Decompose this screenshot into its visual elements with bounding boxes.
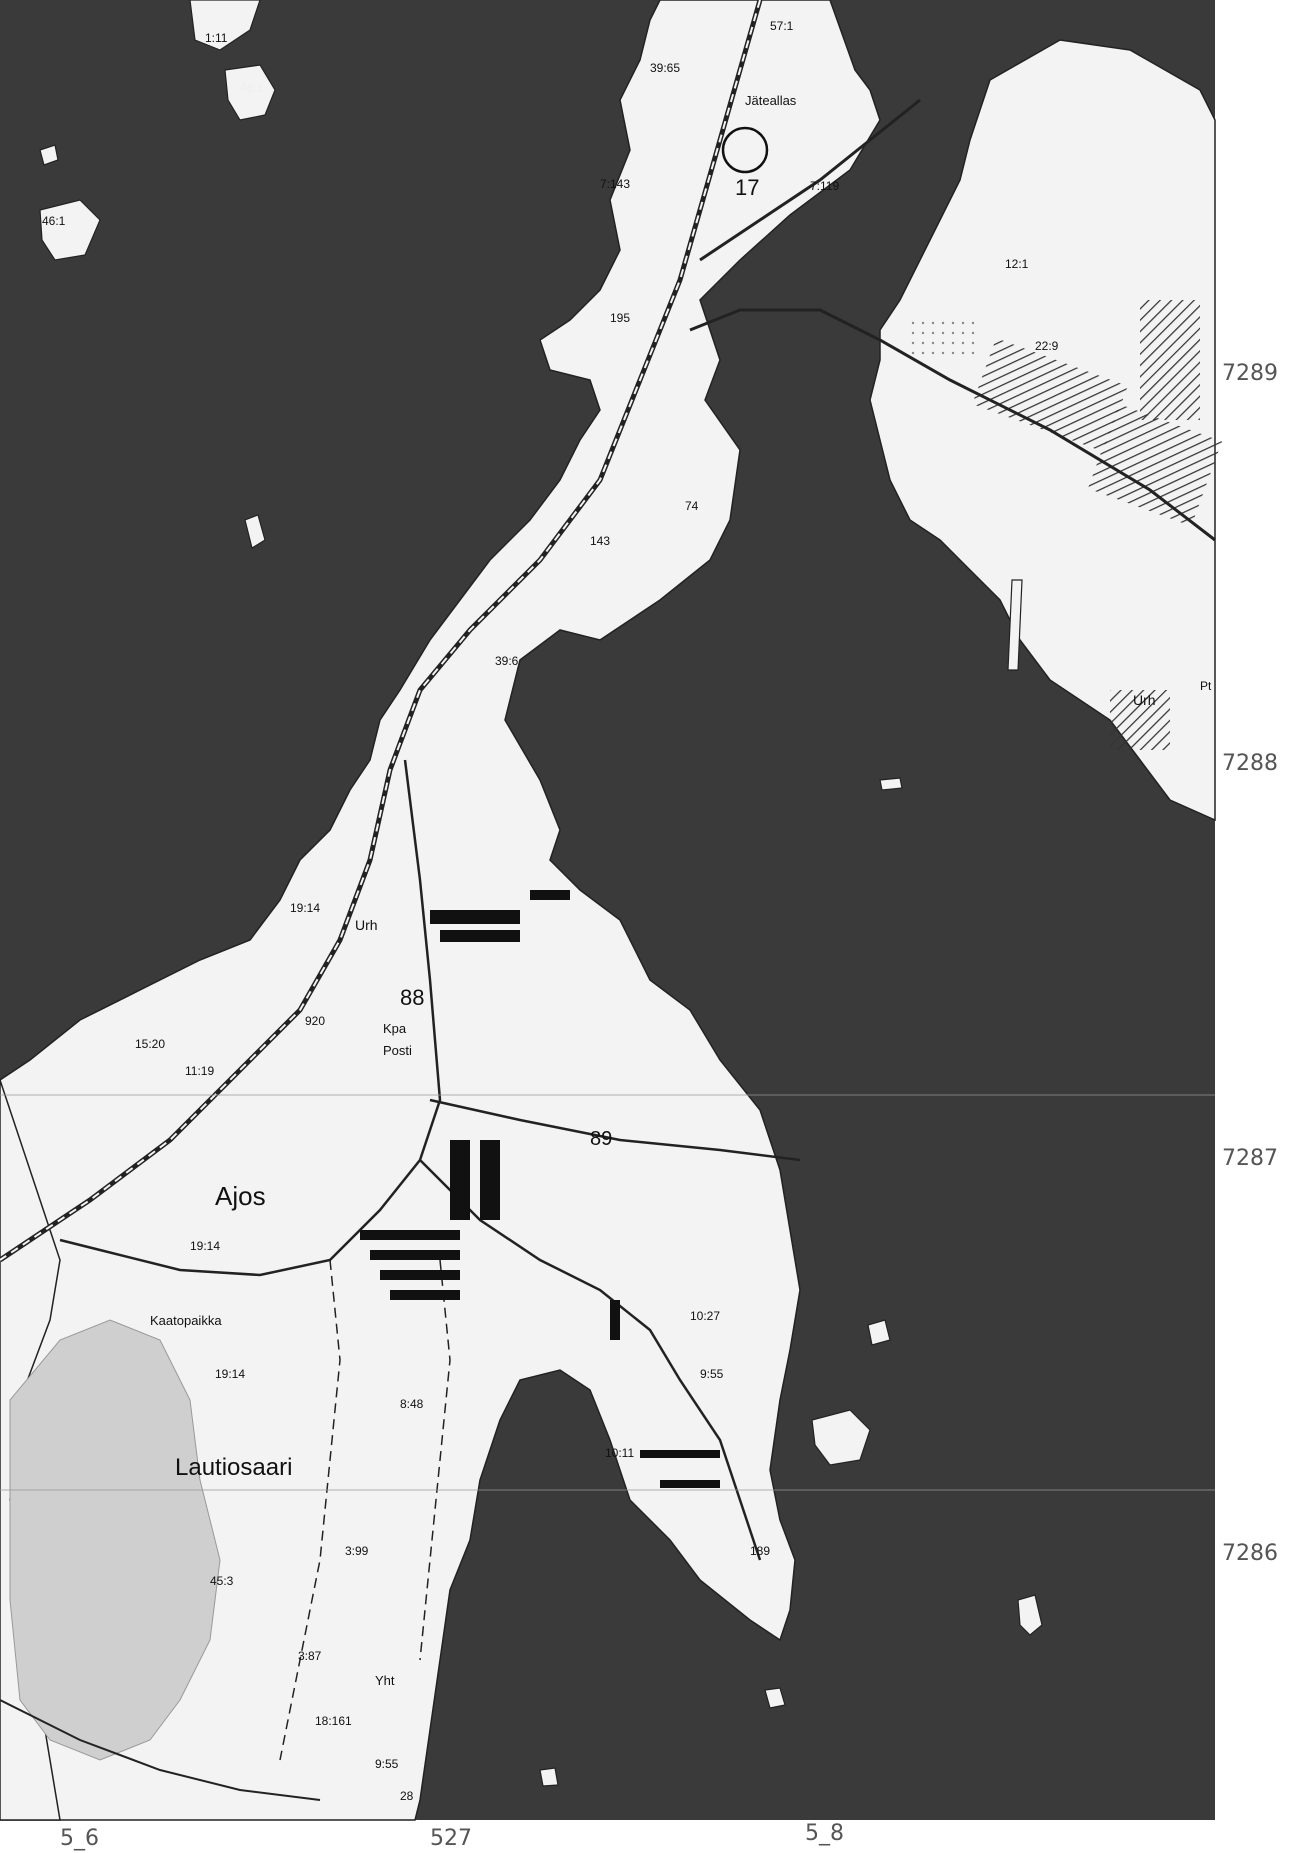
elevation-label: 9:55 <box>700 1367 724 1381</box>
road-89 <box>419 1098 801 1561</box>
elevation-label: 3:99 <box>345 1544 369 1558</box>
easting-label: 527 <box>430 1826 472 1851</box>
elevation-label: 3:87 <box>298 1649 322 1663</box>
elevation-label: 46:1 <box>240 81 264 95</box>
easting-label: 5_8 <box>805 1821 844 1846</box>
elevation-label: 45:3 <box>210 1574 234 1588</box>
road-number-89: 89 <box>590 1128 612 1150</box>
elevation-label: 11:19 <box>185 1064 214 1078</box>
elevation-label: 10:11 <box>605 1446 634 1460</box>
island <box>39 144 59 166</box>
factory-building <box>1140 300 1200 420</box>
elevation-label: 7:119 <box>810 179 839 193</box>
place-posti: Posti <box>383 1043 412 1058</box>
elevation-label: 28 <box>400 1789 414 1803</box>
island <box>244 514 266 549</box>
road-88 <box>59 759 442 1277</box>
northing-label: 7286 <box>1222 1541 1278 1566</box>
elevation-label: 57:1 <box>770 19 794 33</box>
elevation-label: 74 <box>685 499 699 513</box>
elevation-label: 39:65 <box>650 61 680 75</box>
elevation-label: 19:14 <box>215 1367 245 1381</box>
road-number-88: 88 <box>400 985 424 1010</box>
easting-label: 5_6 <box>60 1826 99 1851</box>
elevation-label: 15:20 <box>135 1037 165 1051</box>
elevation-label: 920 <box>305 1014 325 1028</box>
island <box>764 1687 786 1709</box>
elevation-label: 18:161 <box>315 1714 352 1728</box>
marsh-area <box>9 1319 221 1761</box>
island <box>811 1409 871 1466</box>
pier <box>1007 579 1023 671</box>
place-urh-west: Urh <box>355 917 378 933</box>
elevation-label: 19:14 <box>290 901 320 915</box>
place-kaatopaikka: Kaatopaikka <box>150 1313 222 1328</box>
northing-label: 7287 <box>1222 1146 1278 1171</box>
road-south <box>279 1259 341 1761</box>
northing-label: 7289 <box>1222 361 1278 386</box>
rail-spur-north <box>699 98 921 262</box>
island <box>539 1767 559 1787</box>
elevation-label: 10:27 <box>690 1309 720 1323</box>
dotted-field <box>905 320 975 360</box>
elevation-label: 189 <box>750 1544 770 1558</box>
elevation-label: 143 <box>590 534 610 548</box>
factory-building <box>972 338 1128 452</box>
rail-spur <box>689 308 1216 542</box>
elevation-label: 9:55 <box>375 1757 399 1771</box>
island <box>1017 1594 1043 1636</box>
place-urh-east: Urh <box>1133 692 1156 708</box>
elevation-label: 8:48 <box>400 1397 424 1411</box>
place-yht: Yht <box>375 1673 395 1688</box>
road-bottom <box>0 1699 321 1801</box>
elevation-label: 7:143 <box>600 177 630 191</box>
elevation-label: 1:11 <box>205 31 228 45</box>
island <box>867 1319 891 1346</box>
place-jatealias: Jäteallas <box>745 93 797 108</box>
factory-building <box>1087 403 1223 527</box>
place-ajos: Ajos <box>215 1181 266 1211</box>
place-kpa: Kpa <box>383 1021 407 1036</box>
island <box>189 0 261 51</box>
industrial-area <box>869 39 1216 822</box>
elevation-label: 19:14 <box>190 1239 220 1253</box>
elevation-label: 46:1 <box>42 214 66 228</box>
elevation-label: 22:9 <box>1035 339 1059 353</box>
elevation-label: 12:1 <box>1005 257 1029 271</box>
residential-buildings <box>360 890 720 1488</box>
elevation-label: 195 <box>610 311 630 325</box>
island <box>879 777 903 791</box>
place-lautiosaari: Lautiosaari <box>175 1454 292 1481</box>
landmark-circle <box>721 126 769 174</box>
road-south-2 <box>419 1259 451 1661</box>
island <box>39 199 101 261</box>
factory-building <box>1110 690 1170 750</box>
island <box>224 64 276 121</box>
elevation-label: 39:6 <box>495 654 519 668</box>
place-pt: Pt <box>1200 679 1212 693</box>
road-number-17: 17 <box>735 175 759 200</box>
northing-label: 7288 <box>1222 751 1278 776</box>
